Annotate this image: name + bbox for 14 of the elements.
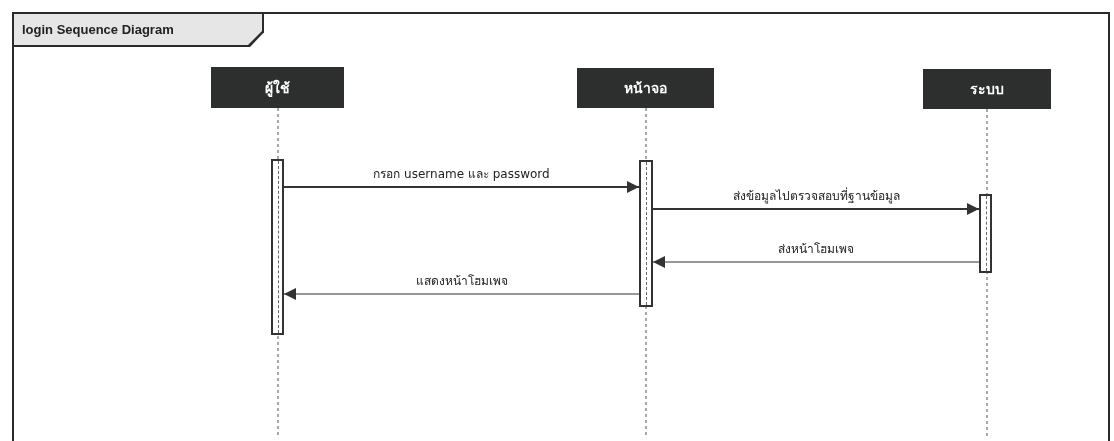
message-arrow — [652, 203, 980, 215]
lifeline-head-box: ระบบ — [923, 69, 1051, 109]
message-label: ส่งข้อมูลไปตรวจสอบที่ฐานข้อมูล — [730, 189, 902, 204]
lifeline-head-box: หน้าจอ — [577, 68, 714, 108]
sequence-frame — [12, 12, 1110, 441]
lifeline-head-box: ผู้ใช้ — [211, 67, 344, 108]
activation-bar — [271, 159, 284, 335]
activation-bar — [639, 160, 653, 307]
message-arrow — [283, 288, 640, 300]
frame-title: login Sequence Diagram — [14, 14, 264, 47]
message-label: กรอก username และ password — [371, 167, 552, 182]
message-arrow — [652, 256, 980, 268]
message-arrow — [283, 181, 640, 193]
activation-bar — [979, 194, 992, 273]
